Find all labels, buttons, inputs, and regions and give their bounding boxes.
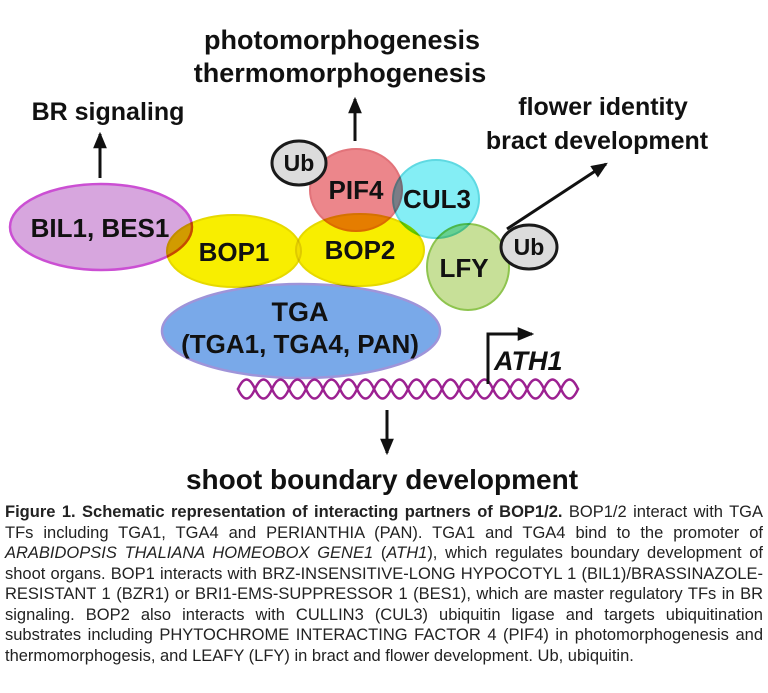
- ubiquitin-right-circle: [499, 223, 559, 271]
- bil1-bes1-label: BIL1, BES1: [31, 213, 170, 243]
- lfy-label: LFY: [439, 253, 488, 283]
- figure-caption: Figure 1. Schematic representation of in…: [5, 503, 763, 665]
- bop2-label: BOP2: [325, 235, 396, 265]
- tga-label-line2: (TGA1, TGA4, PAN): [181, 329, 419, 359]
- tga-ellipse: [160, 282, 442, 380]
- label-shoot-boundary-development: shoot boundary development: [186, 464, 578, 495]
- label-flower-identity: flower identity: [518, 93, 688, 121]
- tga-label-line1: TGA: [272, 297, 329, 327]
- label-bract-development: bract development: [486, 127, 709, 155]
- label-photomorphogenesis: photomorphogenesis: [204, 25, 480, 55]
- ubiquitin-left-label: Ub: [284, 150, 315, 176]
- label-br-signaling: BR signaling: [32, 98, 185, 126]
- ath1-gene-label: ATH1: [493, 346, 563, 376]
- ubiquitin-left-circle: [270, 139, 328, 187]
- pif4-label: PIF4: [329, 175, 384, 205]
- ubiquitin-right-label: Ub: [514, 234, 545, 260]
- transcription-start-arrow: [486, 327, 535, 384]
- bop1-label: BOP1: [199, 237, 270, 267]
- arrow-to-flower-identity: [506, 162, 608, 231]
- dna-helix: [236, 378, 580, 400]
- cul3-label: CUL3: [403, 184, 471, 214]
- lfy-ellipse: [426, 223, 510, 311]
- cul3-ellipse: [392, 159, 480, 239]
- label-thermomorphogenesis: thermomorphogenesis: [194, 58, 487, 88]
- bop-interaction-diagram: photomorphogenesis thermomorphogenesis B…: [8, 25, 709, 495]
